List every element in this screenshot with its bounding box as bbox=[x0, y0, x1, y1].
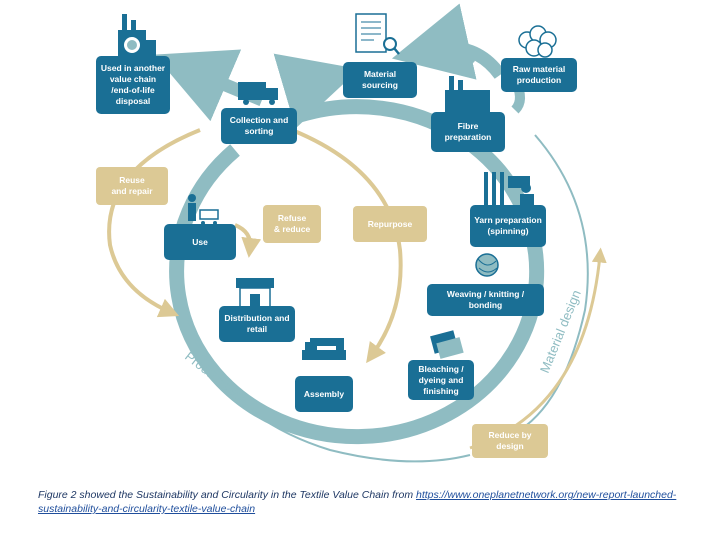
reuse-loop-arrow bbox=[107, 128, 201, 318]
sewing-machine-icon bbox=[302, 338, 346, 360]
shop-icon bbox=[236, 278, 274, 309]
loop-reuse-repair: Reuse and repair bbox=[96, 167, 168, 205]
truck-icon bbox=[238, 82, 278, 105]
stage-end-of-life: Used in another value chain /end-of-life… bbox=[96, 56, 170, 114]
stage-yarn-preparation: Yarn preparation (spinning) bbox=[470, 205, 546, 247]
factory-icon bbox=[118, 14, 156, 60]
refuse-loop-arrow bbox=[234, 223, 262, 258]
stage-material-sourcing: Material sourcing bbox=[343, 62, 417, 98]
cotton-icon bbox=[518, 25, 557, 58]
stage-collection-sorting: Collection and sorting bbox=[221, 108, 297, 144]
document-search-icon bbox=[355, 13, 400, 55]
stage-bleaching: Bleaching / dyeing and finishing bbox=[408, 360, 474, 400]
stage-raw-material: Raw material production bbox=[501, 58, 577, 92]
loop-refuse-reduce: Refuse & reduce bbox=[263, 205, 321, 243]
caption-link[interactable]: https://www.oneplanetnetwork.org/new-rep… bbox=[38, 489, 677, 515]
to-sourcing-arrow bbox=[273, 53, 360, 129]
fabric-icon bbox=[430, 330, 464, 359]
figure-caption: Figure 2 showed the Sustainability and C… bbox=[38, 488, 678, 516]
yarn-ball-icon bbox=[475, 253, 499, 277]
loop-repurpose: Repurpose bbox=[353, 206, 427, 242]
stage-fibre-preparation: Fibre preparation bbox=[431, 112, 505, 152]
raw-material-arrow bbox=[391, 3, 506, 80]
material-design-arc bbox=[519, 134, 589, 431]
stage-assembly: Assembly bbox=[295, 376, 353, 412]
product-design-label: Product design bbox=[182, 349, 260, 414]
stage-distribution-retail: Distribution and retail bbox=[219, 306, 295, 342]
stage-use: Use bbox=[164, 224, 236, 260]
stage-weaving: Weaving / knitting / bonding bbox=[427, 284, 544, 316]
caption-text: Figure 2 showed the Sustainability and C… bbox=[38, 489, 416, 501]
product-design-arc bbox=[179, 284, 471, 463]
spinning-icon bbox=[484, 172, 534, 208]
fibre-factory-icon bbox=[445, 57, 490, 112]
loop-reduce-design: Reduce by design bbox=[472, 424, 548, 458]
repurpose-loop-arrow bbox=[291, 128, 403, 364]
